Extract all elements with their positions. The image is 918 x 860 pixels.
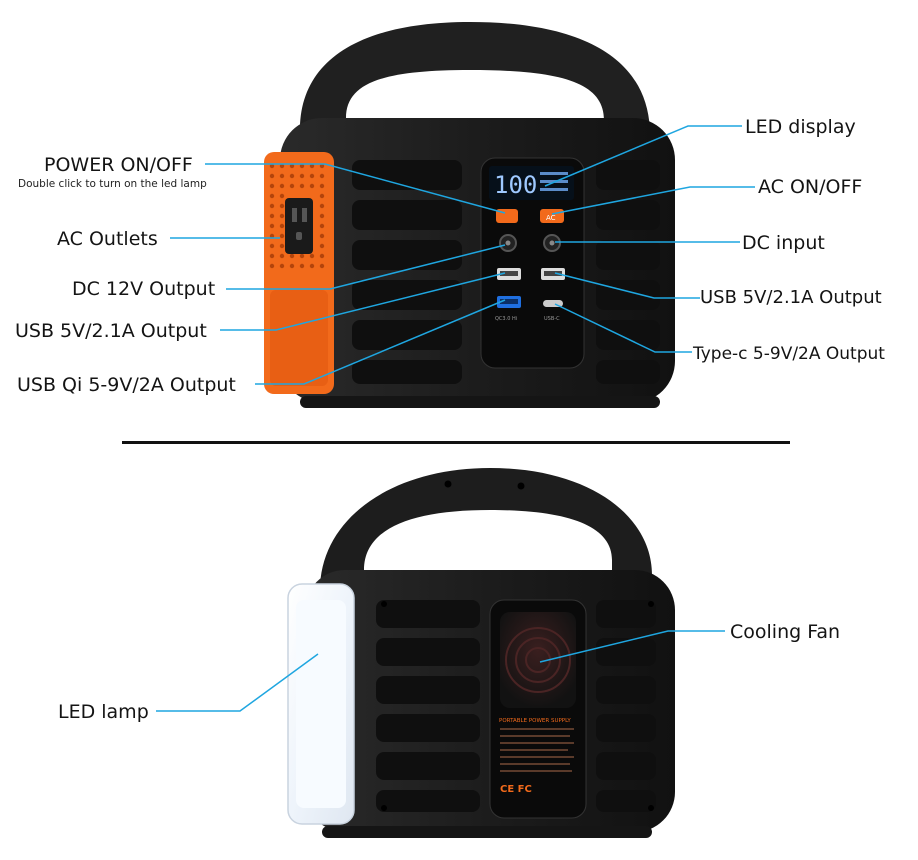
label-dc-input: DC input — [742, 232, 825, 254]
section-divider — [122, 441, 790, 444]
cooling-fan-grille — [500, 612, 576, 708]
display-readout: 100 — [494, 171, 537, 199]
label-type-c-output: Type-c 5-9V/2A Output — [693, 344, 885, 364]
back-plate-title: PORTABLE POWER SUPPLY — [499, 718, 571, 724]
spec-lines — [500, 728, 574, 772]
leader-usb-left — [220, 272, 506, 331]
top-handle — [300, 22, 650, 185]
left-fins — [352, 160, 462, 384]
label-dc-12v-output: DC 12V Output — [72, 278, 216, 300]
label-ac-on-off: AC ON/OFF — [758, 176, 863, 198]
bottom-handle — [320, 468, 652, 620]
leader-ac-on-off — [551, 186, 755, 215]
label-usb-left-output: USB 5V/2.1A Output — [15, 320, 207, 342]
bottom-left-fins — [376, 600, 480, 812]
top-device: 100 AC QC3.0 Hi USB-C — [264, 22, 675, 408]
leader-led-display — [544, 125, 742, 187]
vent-grid — [269, 163, 325, 269]
qc-port-text: QC3.0 Hi — [495, 316, 517, 322]
orange-lower-cover — [270, 290, 328, 386]
bottom-leader-lines — [156, 630, 725, 712]
leader-type-c — [554, 303, 692, 353]
label-usb-right-output: USB 5V/2.1A Output — [700, 287, 882, 308]
leader-power — [205, 163, 506, 214]
label-led-display: LED display — [745, 116, 856, 138]
leader-cooling-fan — [539, 630, 725, 663]
leader-dc-12v — [226, 244, 506, 290]
cert-marks: CE FC — [500, 784, 532, 795]
label-cooling-fan: Cooling Fan — [730, 621, 841, 643]
label-usb-qi-output: USB Qi 5-9V/2A Output — [17, 374, 236, 396]
bottom-right-fins — [596, 600, 656, 812]
bottom-device: PORTABLE POWER SUPPLY CE FC — [287, 468, 675, 838]
fan-rings — [505, 627, 571, 693]
label-ac-outlets: AC Outlets — [57, 228, 158, 250]
leader-led-lamp — [156, 653, 319, 712]
ac-outlet — [285, 198, 313, 254]
label-power-on-off: POWER ON/OFF — [44, 154, 193, 176]
ac-button-text: AC — [546, 214, 556, 222]
leader-usb-right — [554, 272, 700, 299]
label-power-hint: Double click to turn on the led lamp — [18, 178, 207, 190]
top-leader-lines — [170, 125, 755, 385]
leader-usb-qi — [255, 299, 506, 385]
label-led-lamp: LED lamp — [58, 701, 149, 723]
right-fins — [596, 160, 660, 384]
usb-c-text: USB-C — [544, 316, 560, 322]
